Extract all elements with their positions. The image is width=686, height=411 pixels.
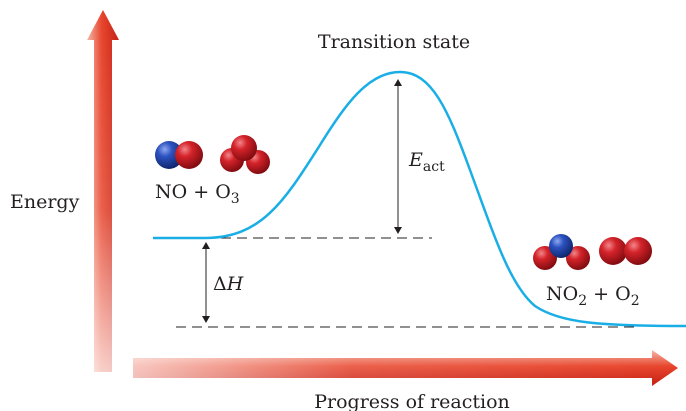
activation-energy-label: Eact <box>408 149 445 175</box>
ozone-molecule-icon <box>220 135 270 174</box>
enthalpy-change-label: ΔH <box>213 273 244 295</box>
progress-axis-arrow <box>133 350 678 386</box>
no-molecule-icon <box>155 141 203 169</box>
reactants-label: NO + O3 <box>155 181 240 207</box>
no2-molecule-icon <box>533 234 590 270</box>
energy-axis-arrow <box>87 10 119 372</box>
energy-curve <box>153 70 686 328</box>
o2-molecule-icon <box>599 237 652 265</box>
energy-axis-label: Energy <box>10 191 80 213</box>
transition-state-label: Transition state <box>318 31 470 53</box>
progress-axis-label: Progress of reaction <box>314 391 510 411</box>
products-label: NO2 + O2 <box>546 283 640 309</box>
